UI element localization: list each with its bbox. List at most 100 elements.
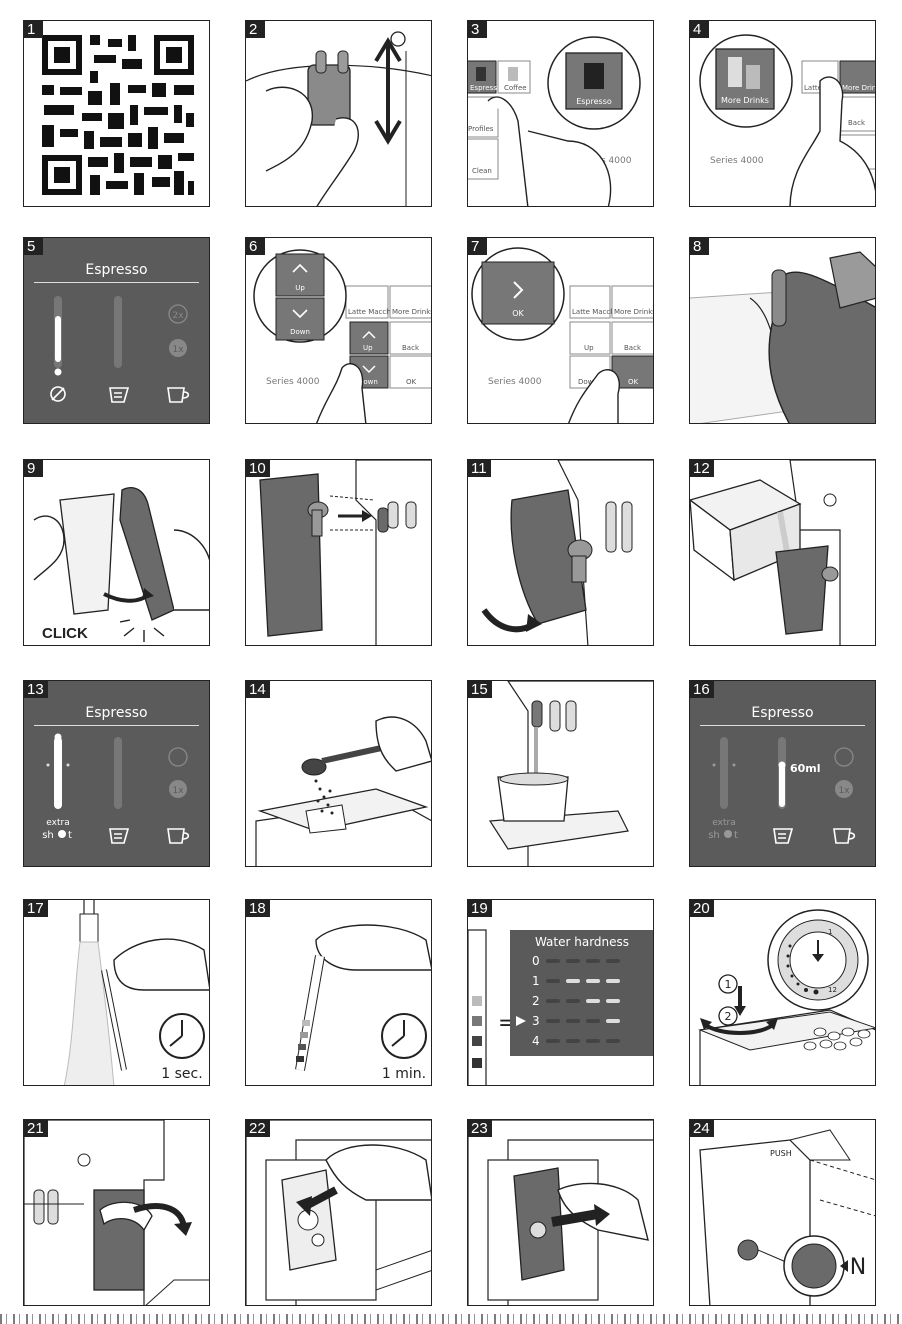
step-panel-24: 24 PUSH N [689,1119,876,1306]
series-label: Series 4000 [710,156,764,166]
step-number: 8 [690,238,709,255]
step-panel-23: 23 [467,1119,654,1306]
back-label[interactable]: Back [848,119,866,127]
step-number: 2 [246,21,265,38]
step-number: 7 [468,238,487,255]
level-2: 2 [532,994,540,1008]
tile-latte-label[interactable]: Latte Macchiato [572,308,628,316]
zoom-espresso-label: Espresso [576,97,612,106]
back-label[interactable]: Back [402,344,420,352]
tile-more-drinks-label[interactable]: More Drinks [842,84,876,92]
step-number: 5 [24,238,43,255]
espresso-extra-shot-display: 1x extra sh t [42,733,190,844]
step-panel-1: 1 [23,20,210,207]
down-small-label[interactable]: Down [358,378,378,386]
step-number: 12 [690,460,714,477]
step-number: 23 [468,1120,492,1137]
water-hardness-chart: = Water hardness 0 1 2 3 4 [468,929,653,1085]
tile-espresso-label[interactable]: Espresso [470,84,501,92]
espresso-title: Espresso [34,705,199,726]
step-panel-15: 15 [467,680,654,867]
tile-more-drinks-label[interactable]: More Drinks [614,308,654,316]
milk-jug-lid-illustration [690,251,875,423]
step-number: 3 [468,21,487,38]
step-panel-4: 4 More Drinks Latte Macchiato More Drink… [689,20,876,207]
espresso-settings-display: 2x 1x [50,296,190,403]
back-label[interactable]: Back [624,344,642,352]
step-panel-10: 10 [245,459,432,646]
series-label: Series 4000 [578,156,632,166]
down-label[interactable]: Down [578,378,598,386]
attach-jug-illustration [259,460,431,645]
step-panel-5: 5 Espresso 2x 1x [23,237,210,424]
step-number: 10 [246,460,270,477]
tile-more-drinks-label[interactable]: More Drinks [392,308,432,316]
time-label: 1 min. [382,1066,426,1082]
tile-coffee-label[interactable]: Coffee [504,84,527,92]
option-1x[interactable]: 1x [172,786,184,796]
up-small-label[interactable]: Up [363,344,373,352]
volume-label: 60ml [790,762,821,775]
step-panel-16: 16 Espresso 60ml 1x extra sh t [689,680,876,867]
push-label: PUSH [770,1149,792,1158]
letter-n: N [850,1255,866,1280]
step-1-marker: 1 [725,978,732,991]
touch-display-ok: Latte Macchiato More Drinks Up Back Down… [471,247,654,423]
step-number: 11 [468,460,491,477]
remove-brew-group-illustration [468,1120,653,1305]
extra-label: extra [712,818,735,828]
step-number: 20 [690,900,714,917]
dispense-coffee-illustration [488,681,653,866]
tile-latte-label[interactable]: Latte Macchiato [348,308,404,316]
step-panel-11: 11 [467,459,654,646]
shot-end-label: t [68,830,72,841]
step-number: 9 [24,460,43,477]
series-label: Series 4000 [266,377,320,387]
step-number: 16 [690,681,714,698]
touch-display-up-down: Latte Macchiato More Drinks Up Back Down… [253,249,432,423]
ok-label[interactable]: OK [406,378,417,386]
step-panel-14: 14 [245,680,432,867]
level-3: 3 [532,1014,540,1028]
espresso-title: Espresso [700,705,865,726]
step-number: 18 [246,900,270,917]
time-label: 1 sec. [161,1066,202,1082]
qr-code-image [42,35,194,195]
ok-label[interactable]: OK [628,378,639,386]
level-4: 4 [532,1034,540,1048]
shot-label: sh [708,830,720,841]
step-panel-13: 13 Espresso 1x extra sh t [23,680,210,867]
hardness-title: Water hardness [535,935,629,949]
add-ground-coffee-illustration [255,716,431,866]
step-panel-12: 12 [689,459,876,646]
step-number: 1 [24,21,43,38]
test-strip-water-illustration: 1 sec. [63,900,209,1085]
step-panel-20: 20 1 12 1 2 [689,899,876,1086]
zoom-down-label: Down [290,328,310,336]
click-label: CLICK [42,625,88,642]
zoom-ok-label: OK [512,309,524,318]
step-number: 15 [468,681,492,698]
step-panel-7: 7 Latte Macchiato More Drinks Up Back Do… [467,237,654,424]
step-panel-6: 6 Latte Macchiato More Drinks Up Back Do… [245,237,432,424]
step-number: 17 [24,900,48,917]
step-panel-22: 22 [245,1119,432,1306]
step-2-marker: 2 [725,1010,732,1023]
step-number: 4 [690,21,709,38]
option-1x[interactable]: 1x [838,786,850,796]
step-panel-17: 17 1 sec. [23,899,210,1086]
page-bottom-edge [0,1314,902,1324]
milk-jug-click-illustration: CLICK [33,487,209,642]
step-number: 21 [24,1120,48,1137]
option-2x[interactable]: 2x [172,311,184,321]
up-label[interactable]: Up [584,344,594,352]
extra-label: extra [46,818,69,828]
espresso-volume-display: 60ml 1x extra sh t [708,737,856,844]
option-1x[interactable]: 1x [172,345,184,355]
step-panel-9: 9 CLICK [23,459,210,646]
step-number: 13 [24,681,48,698]
profiles-label[interactable]: Profiles [468,125,494,133]
clean-label[interactable]: Clean [472,167,492,175]
step-number: 14 [246,681,270,698]
